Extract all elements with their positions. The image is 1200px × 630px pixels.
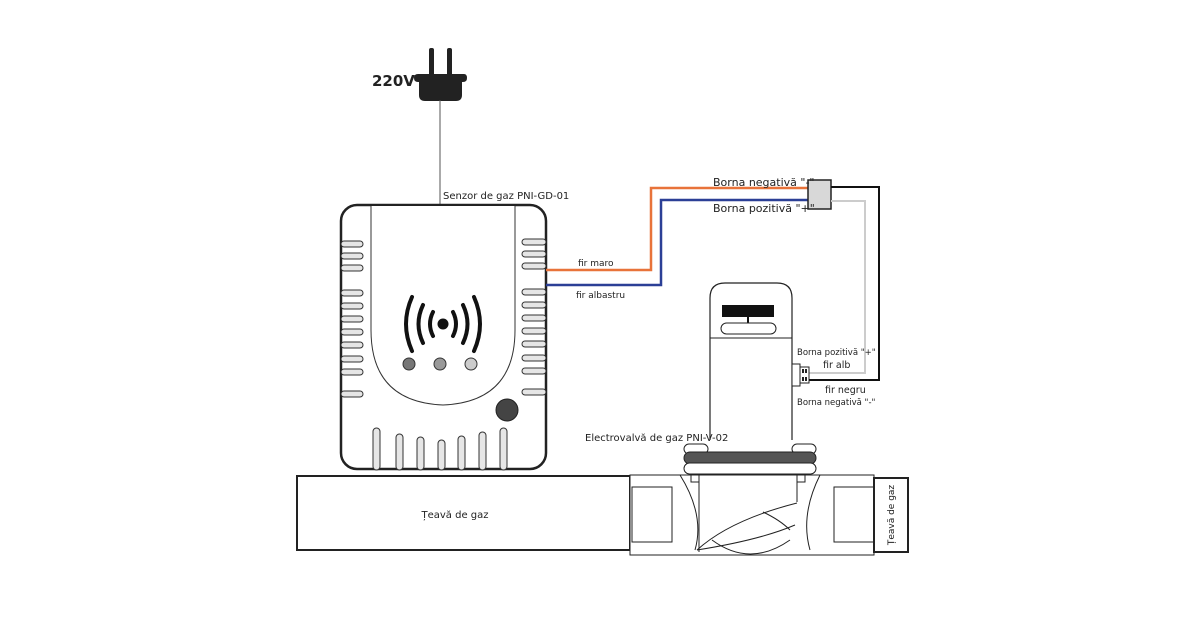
valve-positive-label: Borna pozitivă "+" (797, 348, 876, 358)
junction-negative-label: Borna negativă "-" (713, 176, 814, 189)
solenoid-valve (683, 282, 817, 475)
junction-positive-label: Borna pozitivă "+" (713, 202, 815, 215)
gas-pipe-right (873, 477, 909, 553)
blue-wire (546, 198, 808, 287)
power-label: 220V (372, 72, 415, 90)
valve-negative-label: Borna negativă "-" (797, 398, 876, 408)
sensor-vents-right (521, 238, 547, 396)
white-wire (808, 200, 866, 374)
led-indicator (402, 357, 416, 371)
valve-body (629, 474, 875, 556)
junction-box (807, 179, 832, 210)
pipe-right-label: Țeavă de gaz (887, 485, 897, 547)
black-wire (808, 186, 880, 381)
led-indicator (464, 357, 478, 371)
black-wire-label: fir negru (825, 385, 866, 396)
brown-wire (546, 186, 808, 272)
pipe-left-label: Țeavă de gaz (420, 510, 488, 521)
gas-pipe-left (296, 475, 631, 551)
wireless-signal-icon (404, 295, 482, 353)
blue-wire-label: fir albastru (576, 291, 625, 301)
sensor-vents-bottom (372, 427, 508, 471)
test-button (495, 398, 519, 422)
white-wire-label: fir alb (823, 360, 850, 371)
sensor-label: Senzor de gaz PNI-GD-01 (443, 191, 569, 202)
power-plug-icon (414, 48, 467, 101)
led-indicator (433, 357, 447, 371)
gas-sensor (339, 203, 548, 471)
brown-wire-label: fir maro (578, 259, 614, 269)
sensor-vents-left (340, 240, 364, 398)
valve-label: Electrovalvă de gaz PNI-V-02 (585, 433, 728, 444)
